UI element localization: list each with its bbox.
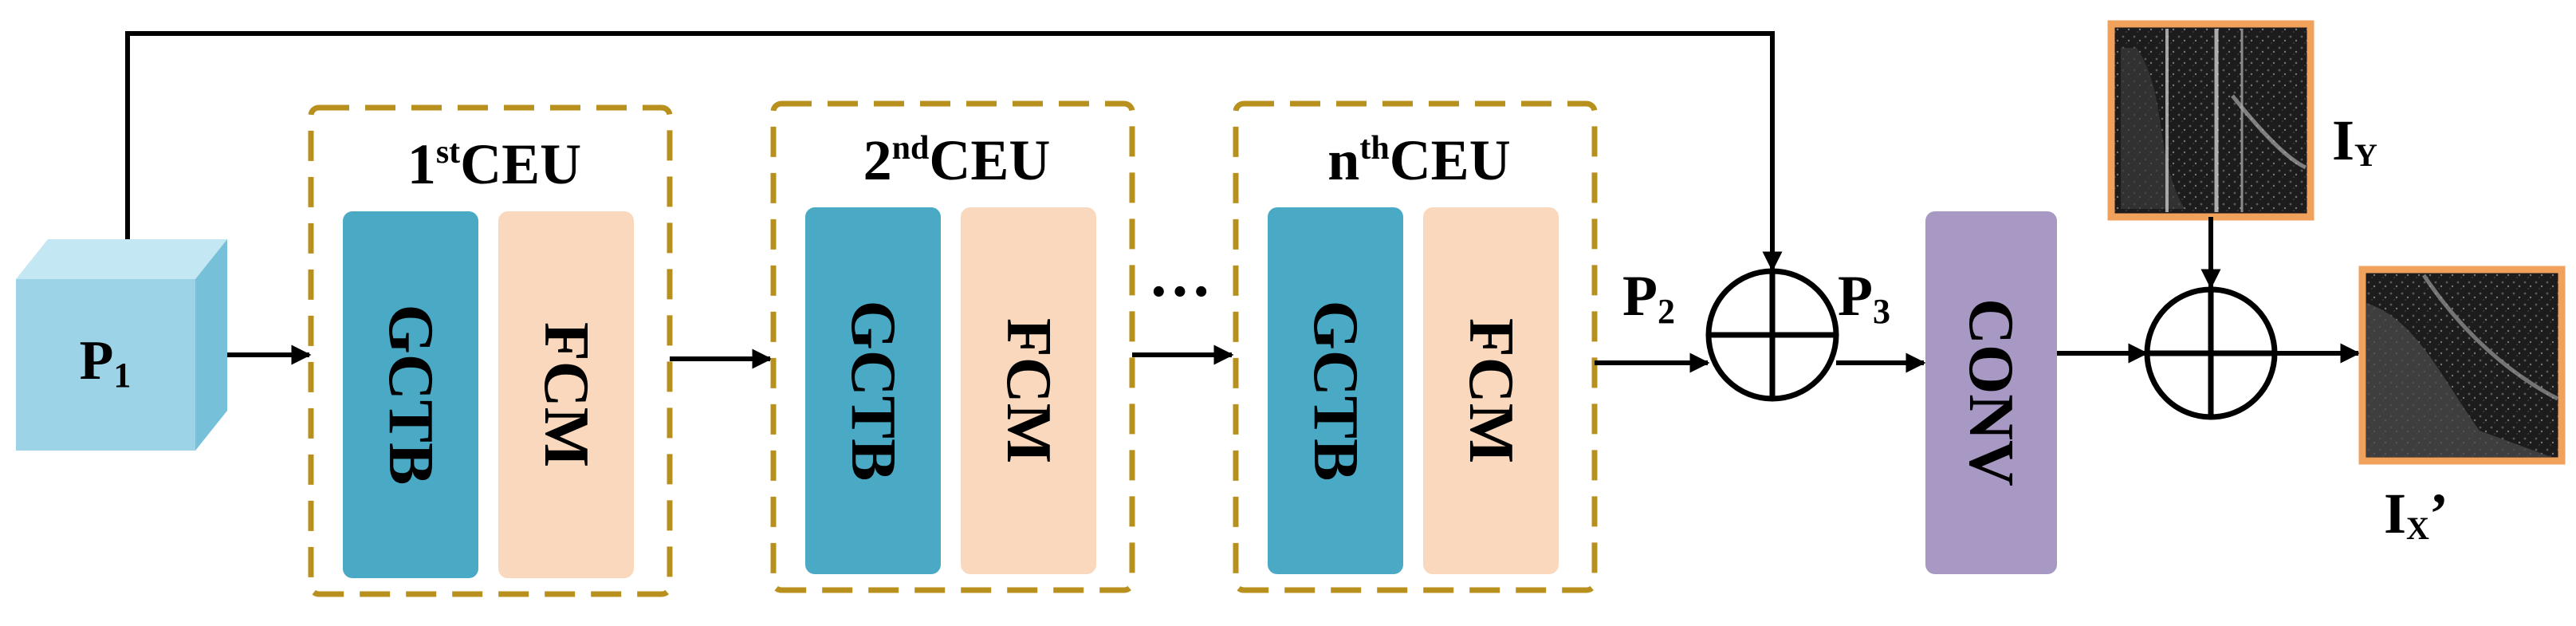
- p2-label: P2: [1622, 264, 1675, 331]
- ceu-block-2: 2ndCEU GCTB FCM: [770, 100, 1135, 593]
- ceun-fcm-label: FCM: [1456, 318, 1526, 463]
- ceu-block-n: nthCEU GCTB FCM: [1233, 100, 1598, 593]
- ceu2-gctb-block: [805, 207, 941, 574]
- plus-node-2: [2144, 286, 2278, 420]
- cube-top-face: [16, 239, 227, 279]
- ceun-title: nthCEU: [1327, 128, 1510, 192]
- ix-label: IX’: [2384, 482, 2448, 546]
- ceu1-title: 1stCEU: [407, 132, 581, 196]
- cube-side-face: [195, 239, 227, 451]
- image-iy: [2107, 20, 2314, 221]
- ceu2-fcm-block: [961, 207, 1096, 574]
- ceun-fcm-block: [1423, 207, 1559, 574]
- skip-connection-arrow: [125, 31, 1783, 272]
- ceu-block-1: 1stCEU GCTB FCM: [308, 104, 673, 597]
- input-label: P1: [80, 330, 132, 395]
- ceu1-fcm-block: [498, 211, 634, 578]
- ceu2-gctb-label: GCTB: [838, 301, 908, 482]
- input-cube-p1: P1: [16, 239, 227, 451]
- ceu1-fcm-label: FCM: [531, 322, 601, 467]
- p3-label: P3: [1838, 264, 1890, 331]
- iy-label: IY: [2332, 108, 2377, 173]
- ceu2-fcm-label: FCM: [993, 318, 1064, 463]
- ellipsis: ···: [1148, 257, 1212, 327]
- plus-node-1: [1705, 268, 1839, 402]
- ceun-gctb-block: [1268, 207, 1403, 574]
- cube-front-face: [16, 279, 195, 451]
- ceun-gctb-label: GCTB: [1300, 301, 1371, 482]
- conv-label: CONV: [1956, 298, 2026, 486]
- ceu1-gctb-label: GCTB: [376, 305, 446, 486]
- conv-block: CONV: [1925, 211, 2057, 574]
- image-ix-output: [2358, 266, 2566, 465]
- ceu1-gctb-block: [343, 211, 478, 578]
- ceu2-title: 2ndCEU: [863, 128, 1051, 192]
